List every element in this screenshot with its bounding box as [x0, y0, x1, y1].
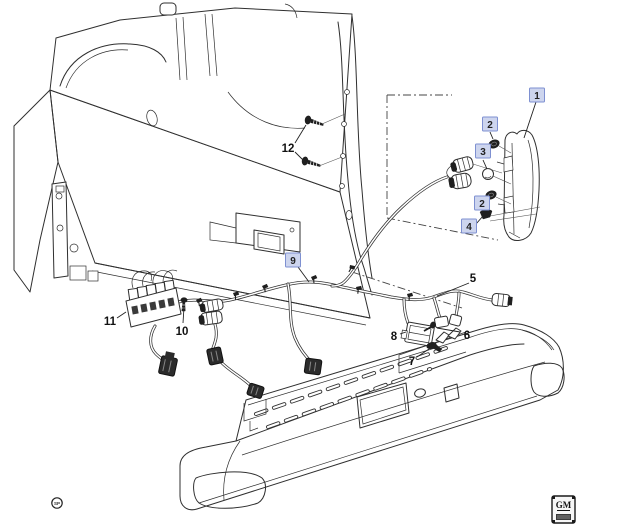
step-pad-slots	[254, 344, 454, 429]
connector-6a	[434, 315, 449, 329]
truck-bed-drawing	[13, 2, 373, 326]
wheelhouse-arc	[59, 43, 167, 87]
callout-8: 8	[391, 331, 398, 343]
trunk-end-connector	[491, 292, 513, 308]
junction-block	[125, 269, 182, 328]
object-sensor-module	[400, 321, 435, 347]
step-pad-edge	[235, 343, 525, 442]
connector-6b	[448, 313, 463, 327]
svg-text:12: 12	[282, 143, 295, 155]
callout-11: 11	[104, 316, 117, 328]
callout-6: 6	[464, 330, 470, 342]
fasteners	[180, 113, 541, 353]
callout-7: 7	[409, 356, 415, 368]
svg-text:6: 6	[464, 330, 470, 342]
svg-text:8: 8	[391, 331, 398, 343]
barrel-connectors	[198, 298, 224, 326]
corner-stamp: SP	[51, 497, 63, 509]
tail-lamp-assembly	[496, 129, 540, 241]
svg-text:2: 2	[487, 120, 493, 131]
callout-5: 5	[470, 273, 477, 285]
stake-pocket	[159, 2, 177, 16]
svg-text:11: 11	[104, 316, 117, 328]
svg-text:4: 4	[466, 222, 472, 233]
callout-2a[interactable]: 2	[482, 116, 498, 132]
frame-bracket	[51, 181, 99, 282]
left-step-pad	[193, 471, 266, 509]
svg-text:2: 2	[479, 199, 485, 210]
svg-text:7: 7	[409, 356, 415, 368]
screw-6-icon	[423, 321, 436, 332]
callout-1[interactable]: 1	[529, 87, 545, 103]
harness-drop-connectors	[158, 346, 323, 399]
trailer-hitch	[209, 212, 301, 255]
svg-text:10: 10	[176, 326, 189, 338]
callout-3[interactable]: 3	[475, 143, 491, 159]
bed-left-rail	[13, 89, 59, 293]
callout-9[interactable]: 9	[285, 252, 301, 268]
bed-front-panel	[49, 7, 353, 193]
pushpin-7-icon	[426, 341, 443, 353]
callout-10: 10	[176, 326, 189, 338]
svg-text:9: 9	[290, 256, 296, 267]
rear-bumper-drawing	[179, 323, 565, 511]
callout-4[interactable]: 4	[461, 218, 477, 234]
gm-logo-text: GM	[556, 500, 572, 510]
gm-logo: GM	[551, 495, 576, 524]
svg-text:3: 3	[480, 147, 486, 158]
svg-text:1: 1	[534, 91, 540, 102]
tail-lamp-connectors	[446, 156, 474, 190]
wiring-harness	[125, 156, 513, 399]
callout-12: 12	[282, 143, 295, 155]
bed-right-pillar	[337, 21, 373, 296]
svg-text:5: 5	[470, 273, 477, 285]
right-step-pad	[530, 362, 565, 397]
stamp-text: SP	[54, 501, 60, 506]
callout-2b[interactable]: 2	[474, 195, 490, 211]
section-lines	[351, 94, 499, 309]
